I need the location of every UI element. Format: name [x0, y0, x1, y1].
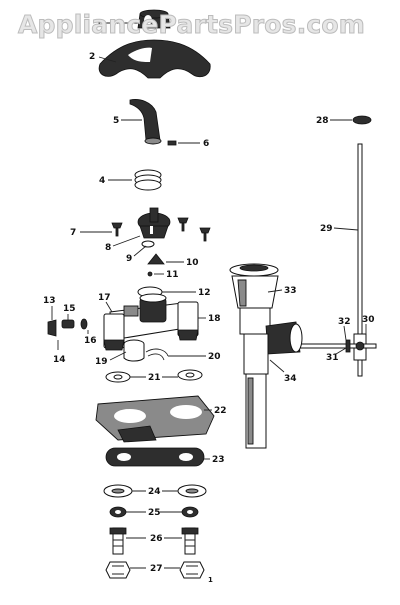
- part-28-rod-knob[interactable]: [352, 115, 372, 125]
- label-5: 5: [113, 116, 119, 126]
- part-29-lift-rod[interactable]: [357, 143, 363, 377]
- label-30: 30: [362, 315, 375, 325]
- watermark-text: AppliancePartsPros.com: [17, 10, 366, 40]
- label-7: 7: [70, 228, 76, 238]
- part-16-washer[interactable]: [80, 318, 88, 330]
- part-2-handle[interactable]: [98, 39, 211, 79]
- label-29: 29: [320, 224, 333, 234]
- part-34-tailpiece[interactable]: [243, 333, 269, 449]
- label-8: 8: [105, 243, 111, 253]
- part-5-spout[interactable]: [129, 99, 162, 145]
- label-18: 18: [208, 314, 221, 324]
- part-27-nuts[interactable]: [105, 561, 205, 579]
- leader-lines: [51, 22, 367, 569]
- label-10: 10: [186, 258, 199, 268]
- label-32: 32: [338, 317, 351, 327]
- label-6: 6: [203, 139, 209, 149]
- part-17-18-valve-body[interactable]: [103, 293, 199, 351]
- label-11: 11: [166, 270, 179, 280]
- part-13-plug[interactable]: [47, 319, 57, 337]
- label-25: 25: [148, 508, 161, 518]
- label-26: 26: [150, 534, 163, 544]
- part-15-screw[interactable]: [61, 319, 75, 329]
- part-22-base-plate[interactable]: [95, 395, 215, 443]
- label-19: 19: [95, 357, 108, 367]
- label-21: 21: [148, 373, 161, 383]
- label-34: 34: [284, 374, 297, 384]
- part-20-clip[interactable]: [145, 348, 169, 361]
- label-24: 24: [148, 487, 161, 497]
- part-32-clip[interactable]: [345, 339, 351, 353]
- label-17: 17: [98, 293, 111, 303]
- label-4: 4: [99, 176, 105, 186]
- part-33-drain-flange[interactable]: [229, 263, 303, 355]
- part-23-gasket[interactable]: [105, 447, 205, 467]
- label-28: 28: [316, 116, 329, 126]
- label-13: 13: [43, 296, 56, 306]
- part-21-washers[interactable]: [105, 369, 203, 383]
- label-20: 20: [208, 352, 221, 362]
- part-1-handle-cap[interactable]: [137, 9, 171, 29]
- label-9: 9: [126, 254, 132, 264]
- label-1: 1: [96, 19, 102, 29]
- part-11-ball[interactable]: [147, 271, 153, 277]
- part-labels: 1 2 5 6 4 7 8 9 10 11 12 13 15 16 17 18 …: [43, 19, 375, 584]
- part-10-cone[interactable]: [147, 253, 165, 265]
- label-23: 23: [212, 455, 225, 465]
- part-19-bushing[interactable]: [123, 339, 145, 362]
- part-7-screws[interactable]: [111, 217, 211, 242]
- label-27: 27: [150, 564, 163, 574]
- label-22: 22: [214, 406, 227, 416]
- label-31: 31: [326, 353, 339, 363]
- part-31-pivot-rod[interactable]: [289, 341, 377, 351]
- part-4-spring[interactable]: [134, 169, 162, 191]
- label-16: 16: [84, 336, 97, 346]
- part-6-screw[interactable]: [167, 140, 177, 146]
- label-15: 15: [63, 304, 76, 314]
- part-9-washer[interactable]: [141, 240, 155, 248]
- part-8-cartridge[interactable]: [137, 207, 171, 239]
- label-12: 12: [198, 288, 211, 298]
- part-24-friction-washers[interactable]: [103, 484, 207, 498]
- label-14: 14: [53, 355, 66, 365]
- part-25-lock-washers[interactable]: [109, 506, 199, 518]
- label-2: 2: [89, 52, 95, 62]
- footnote-mark: 1: [208, 576, 213, 584]
- label-33: 33: [284, 286, 297, 296]
- part-26-shanks[interactable]: [109, 527, 199, 555]
